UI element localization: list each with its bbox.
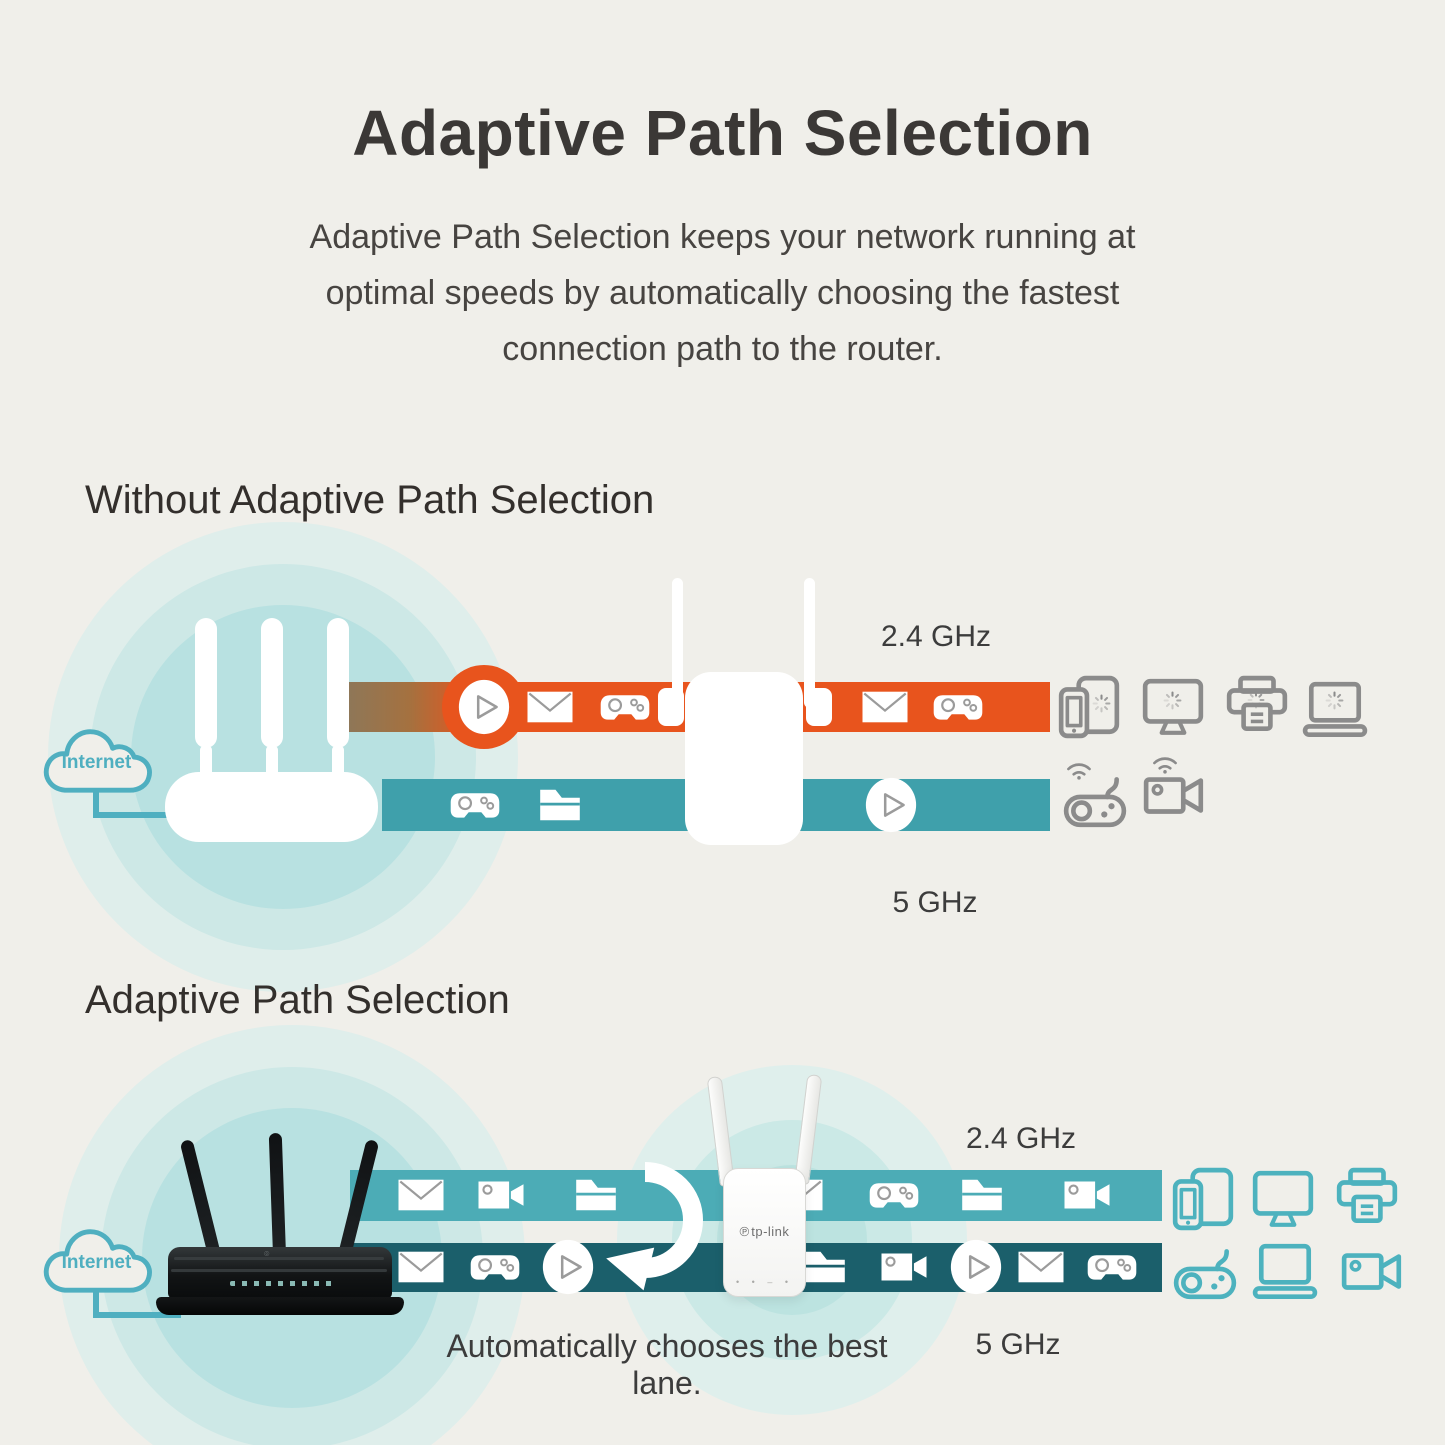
play-circle-icon [862, 776, 920, 834]
router-antenna [338, 1138, 380, 1257]
router-logo-mark: ⌾ [264, 1249, 271, 1259]
wifi-icon [1150, 752, 1180, 774]
description-line-3: connection path to the router. [502, 330, 943, 368]
internet-line-horizontal [93, 812, 173, 818]
section-with-heading: Adaptive Path Selection [85, 978, 510, 1022]
folder-icon [955, 1168, 1009, 1222]
game-console-icon [1062, 766, 1128, 832]
game-controller-icon [598, 680, 652, 734]
video-camera-icon [1340, 1238, 1406, 1304]
internet-line-horizontal [93, 1312, 181, 1318]
mail-icon [523, 680, 577, 734]
play-circle-icon [947, 1238, 1005, 1296]
phone-tablet-icon [1170, 1166, 1236, 1232]
extender-antenna [672, 578, 683, 708]
router-body [168, 1247, 392, 1299]
mail-icon [858, 680, 912, 734]
caption-best-lane: Automatically chooses the best lane. [446, 1328, 888, 1401]
router-antenna [179, 1138, 221, 1257]
extender-body [685, 672, 803, 845]
router-antenna [261, 618, 283, 748]
laptop-icon [1302, 678, 1368, 744]
description-line-2: optimal speeds by automatically choosing… [325, 274, 1120, 312]
loading-spinner-icon [1325, 691, 1344, 710]
page-title: Adaptive Path Selection [352, 97, 1093, 169]
wifi-icon [1064, 758, 1094, 780]
internet-label: Internet [61, 1252, 132, 1273]
game-controller-icon [1085, 1240, 1139, 1294]
loading-spinner-icon [1092, 694, 1111, 713]
mail-icon [1014, 1240, 1068, 1294]
printer-icon [1334, 1166, 1400, 1232]
lane-switch-arrow [606, 1162, 703, 1291]
monitor-icon [1140, 674, 1206, 740]
tp-link-extender: ℗ tp-link • • – • [706, 1068, 824, 1303]
router-ridge [171, 1269, 387, 1272]
extender-body: ℗ tp-link • • – • [723, 1168, 806, 1297]
mail-icon [394, 1168, 448, 1222]
internet-line-vertical [93, 1288, 99, 1316]
router-ridge [174, 1257, 384, 1260]
video-camera-icon [1060, 1168, 1114, 1222]
extender-antenna [804, 578, 815, 708]
router-antenna [268, 1132, 286, 1256]
section-without-heading: Without Adaptive Path Selection [85, 478, 655, 522]
label-24ghz: 2.4 GHz [880, 620, 992, 653]
router-base [156, 1297, 404, 1315]
router-antenna [195, 618, 217, 748]
extender-led-row: • • – • [736, 1277, 793, 1287]
monitor-icon [1250, 1166, 1316, 1232]
video-camera-icon [1142, 762, 1208, 828]
extender-silhouette [660, 575, 830, 850]
router-silhouette [155, 608, 395, 853]
internet-line-vertical [93, 788, 99, 816]
game-console-icon [1172, 1238, 1238, 1304]
router-body [165, 772, 378, 842]
internet-label: Internet [61, 752, 132, 773]
mail-icon [394, 1240, 448, 1294]
game-controller-icon [448, 778, 502, 832]
printer-icon [1224, 674, 1290, 740]
folder-icon [533, 778, 587, 832]
video-camera-icon [474, 1168, 528, 1222]
loading-spinner-icon [1247, 691, 1265, 709]
play-circle-icon [455, 678, 513, 736]
extender-antenna [794, 1073, 823, 1185]
laptop-icon [1252, 1240, 1318, 1306]
router-led-row [230, 1281, 335, 1286]
extender-logo: ℗ tp-link [739, 1224, 790, 1239]
ripple-inner [131, 605, 435, 909]
label-5ghz: 5 GHz [975, 1328, 1061, 1361]
game-controller-icon [931, 680, 985, 734]
router-antenna [327, 618, 349, 748]
game-controller-icon [468, 1240, 522, 1294]
video-camera-icon [877, 1240, 931, 1294]
label-5ghz: 5 GHz [892, 886, 978, 919]
description-line-1: Adaptive Path Selection keeps your netwo… [309, 218, 1136, 256]
loading-spinner-icon [1163, 691, 1182, 710]
tp-link-router: ⌾ [156, 1125, 404, 1325]
label-24ghz: 2.4 GHz [965, 1122, 1077, 1155]
phone-tablet-icon [1056, 674, 1122, 740]
game-controller-icon [867, 1168, 921, 1222]
